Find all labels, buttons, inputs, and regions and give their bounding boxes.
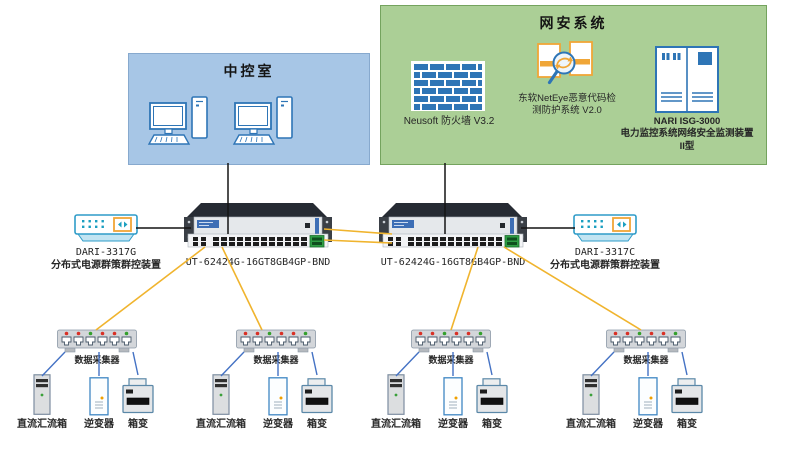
controller-right-icon [573,214,637,242]
collector-group-2: 数据采集器 直流汇流箱 逆变器 箱变 [196,328,351,450]
data-collector-label: 数据采集器 [74,355,120,365]
inverter-icon [441,377,465,416]
data-collector-label: 数据采集器 [428,355,474,365]
malware-detection-label-line2: 测防护系统 V2.0 [532,105,602,117]
malware-detection-label-line1: 东软NetEye恶意代码检 [518,93,616,104]
controller-left-icon [74,214,138,242]
monitoring-cabinet-label: NARI ISG-3000 电力监控系统网络安全监测装置 II型 [612,116,762,153]
inverter-icon [87,377,111,416]
box-transformer-icon [670,378,704,415]
dc-combiner-box-icon [209,374,233,416]
nari-label: 电力监控系统网络安全监测装置 [620,128,754,140]
switch-2-icon [378,202,528,249]
nari-model: NARI ISG-3000 [653,116,721,127]
box-transformer-icon [475,378,509,415]
monitoring-cabinet-icon [655,46,719,113]
box-transformer-icon [121,378,155,415]
box-transformer-label: 箱变 [128,419,148,430]
controller-right-name: 分布式电源群策群控装置 [550,260,660,271]
switch-2-label: UT-62424G-16GT8GB4GP-BND [380,257,526,268]
box-transformer-icon [300,378,334,415]
collector-group-4: 数据采集器 直流汇流箱 逆变器 箱变 [566,328,721,450]
control-room-zone: 中控室 [128,53,370,165]
security-system-zone: 网安系统 Neusoft 防火墙 V3.2 [380,5,767,165]
dc-combiner-box-label: 直流汇流箱 [371,419,421,430]
control-room-title: 中控室 [223,63,275,79]
data-collector-label: 数据采集器 [623,355,669,365]
data-collector-label: 数据采集器 [253,355,299,365]
controller-left-model: DARI-3317G [75,247,137,258]
dc-combiner-box-icon [579,374,603,416]
box-transformer-label: 箱变 [482,419,502,430]
malware-detection-icon [537,41,593,85]
firewall-label: Neusoft 防火墙 V3.2 [403,116,495,127]
inverter-label: 逆变器 [84,419,114,430]
dc-combiner-box-label: 直流汇流箱 [196,419,246,430]
controller-right-label: DARI-3317C 分布式电源群策群控装置 [535,246,675,272]
collector-group-3: 数据采集器 直流汇流箱 逆变器 箱变 [371,328,526,450]
dc-combiner-box-label: 直流汇流箱 [17,419,67,430]
inverter-label: 逆变器 [263,419,293,430]
controller-left-label: DARI-3317G 分布式电源群策群控装置 [36,246,176,272]
switch-1-label: UT-62424G-16GT8GB4GP-BND [185,257,331,268]
inverter-icon [266,377,290,416]
dc-combiner-box-label: 直流汇流箱 [566,419,616,430]
controller-right-model: DARI-3317C [574,247,636,258]
inverter-icon [636,377,660,416]
firewall-icon [411,61,485,111]
dc-combiner-box-icon [30,374,54,416]
data-collector-icon [57,328,137,354]
box-transformer-label: 箱变 [307,419,327,430]
inverter-label: 逆变器 [633,419,663,430]
security-system-title: 网安系统 [539,15,608,31]
workstation-computer-icon [145,94,217,148]
workstation-computer-icon [230,94,302,148]
nari-type: II型 [679,140,695,152]
data-collector-icon [236,328,316,354]
data-collector-icon [411,328,491,354]
box-transformer-label: 箱变 [677,419,697,430]
switch-1-icon [183,202,333,249]
data-collector-icon [606,328,686,354]
dc-combiner-box-icon [384,374,408,416]
malware-detection-label: 东软NetEye恶意代码检 测防护系统 V2.0 [497,93,637,118]
inverter-label: 逆变器 [438,419,468,430]
collector-group-1: 数据采集器 直流汇流箱 逆变器 箱变 [17,328,172,450]
controller-left-name: 分布式电源群策群控装置 [51,260,161,271]
